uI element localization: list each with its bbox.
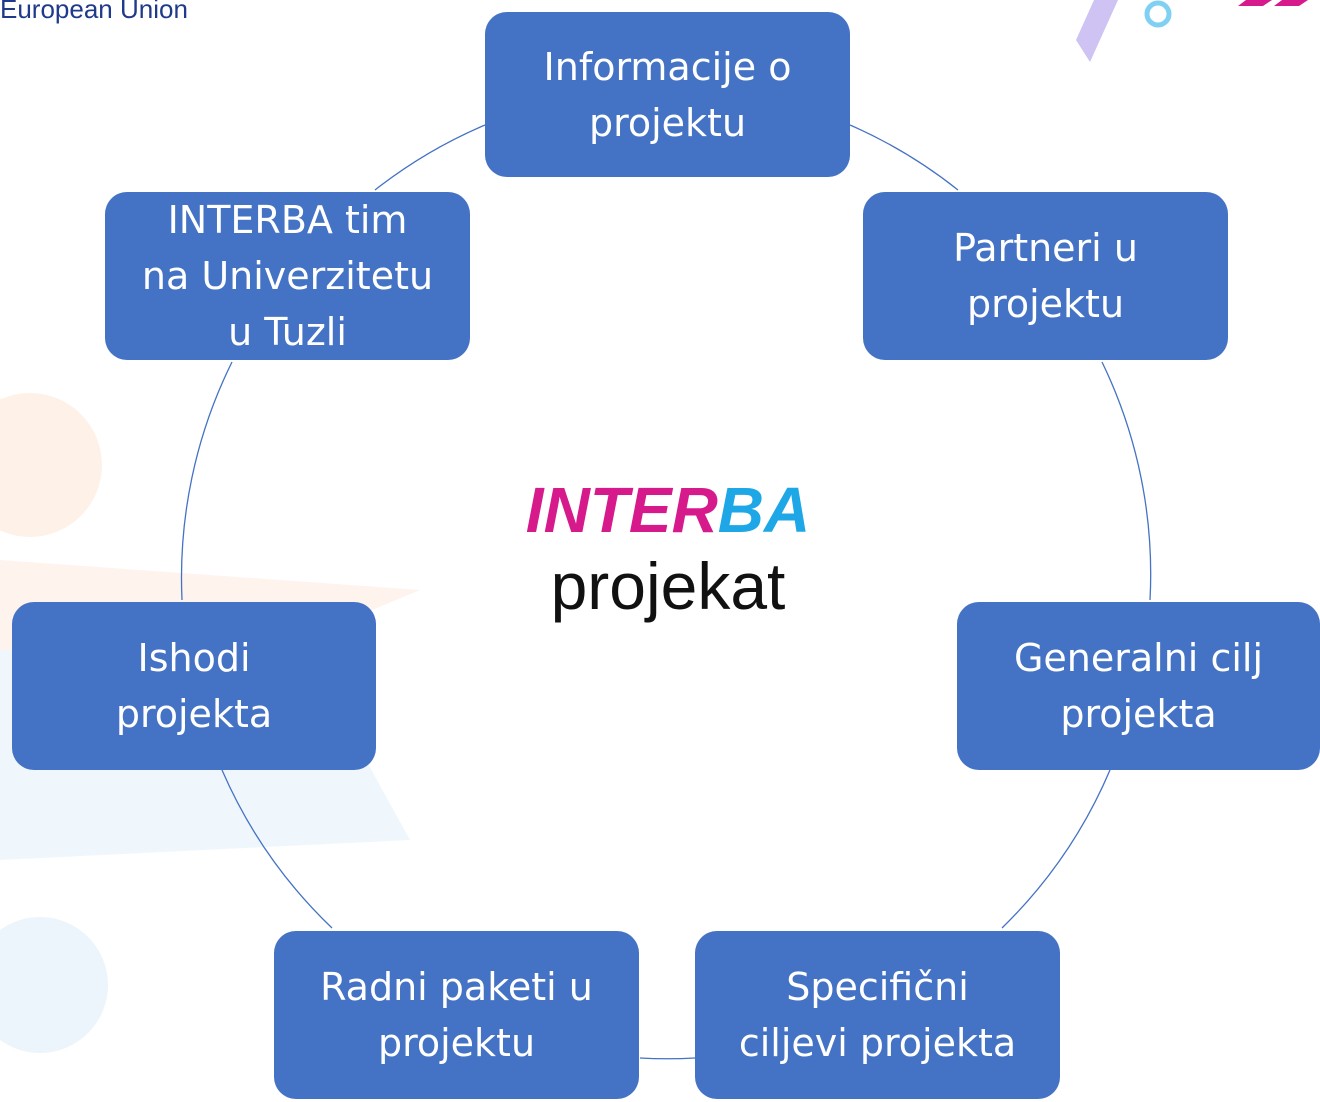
node-ishodi-projekta[interactable]: Ishodi projekta: [12, 602, 376, 770]
node-specificni-ciljevi-projekta[interactable]: Specifični ciljevi projekta: [695, 931, 1060, 1099]
node-line: na Univerzitetu: [141, 254, 434, 298]
node-line: Radni paketi u: [320, 965, 593, 1009]
node-radni-paketi-u-projektu[interactable]: Radni paketi u projektu: [274, 931, 639, 1099]
deco-circle-blue: [0, 917, 108, 1053]
node-line: Ishodi: [137, 636, 251, 680]
node-line: Specifični: [786, 965, 969, 1009]
eu-label: European Union: [0, 0, 188, 24]
node-interba-tim[interactable]: INTERBA tim na Univerzitetu u Tuzli: [105, 192, 470, 360]
connector-work-outcomes: [221, 769, 333, 929]
logo-glyph-1: [1238, 0, 1272, 6]
node-line: projektu: [377, 1021, 536, 1065]
interba-corner-logo: [1076, 0, 1308, 62]
center-title: INTERBA projekat: [468, 472, 868, 624]
node-line: projektu: [966, 282, 1125, 326]
deco-circle-peach: [0, 393, 102, 537]
brand-part-inter: INTER: [525, 474, 718, 546]
node-generalni-cilj-projekta[interactable]: Generalni cilj projekta: [957, 602, 1320, 770]
connector-info-partners: [849, 124, 959, 191]
node-line: projekta: [1060, 692, 1217, 736]
connector-specific-work: [639, 1057, 696, 1060]
brand-part-ba: BA: [717, 474, 811, 546]
node-line: INTERBA tim: [167, 198, 408, 242]
logo-dot: [1144, 0, 1172, 28]
node-line: Generalni cilj: [1013, 636, 1264, 680]
center-subtitle: projekat: [550, 549, 786, 623]
node-informacije-o-projektu[interactable]: Informacije o projektu: [485, 12, 850, 177]
connector-outcomes-team: [180, 361, 233, 601]
node-line: Partneri u: [953, 226, 1138, 270]
connector-general-specific: [1001, 769, 1111, 929]
node-line: projekta: [115, 692, 273, 736]
connector-team-info: [374, 124, 486, 191]
brand-wordmark: INTERBA: [468, 472, 868, 548]
connector-partners-general: [1101, 361, 1152, 601]
logo-glyph-2: [1274, 0, 1308, 6]
node-line: projektu: [588, 100, 747, 145]
node-partneri-u-projektu[interactable]: Partneri u projektu: [863, 192, 1228, 360]
node-line: ciljevi projekta: [738, 1021, 1017, 1065]
node-line: u Tuzli: [228, 310, 347, 354]
node-line: Informacije o: [543, 44, 792, 89]
logo-swoosh: [1076, 0, 1118, 62]
